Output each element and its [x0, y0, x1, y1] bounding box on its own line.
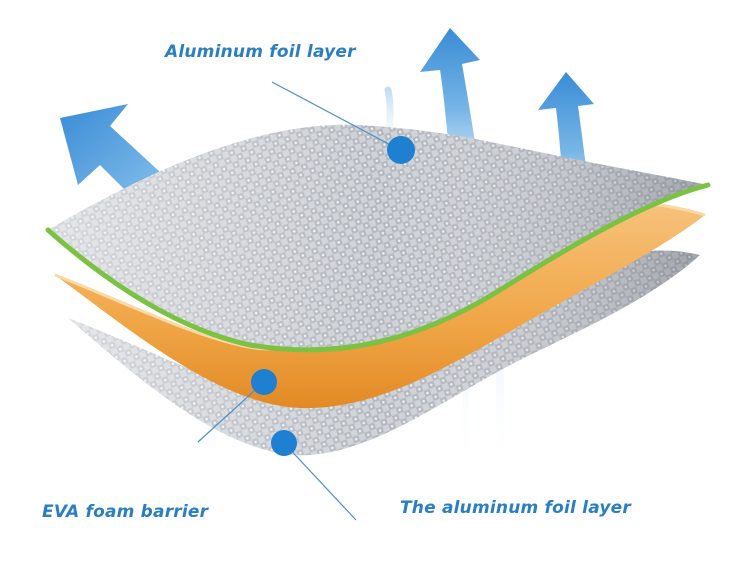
marker-dot-bottom [271, 430, 297, 456]
label-eva-foam-barrier: EVA foam barrier [42, 502, 209, 522]
marker-dot-middle [251, 369, 277, 395]
marker-dot-top [387, 136, 415, 164]
top-foil-layer [45, 124, 711, 353]
label-top-aluminum-foil: Aluminum foil layer [165, 42, 356, 62]
label-bottom-aluminum-foil: The aluminum foil layer [400, 498, 631, 518]
pointer-lines [197, 81, 401, 521]
